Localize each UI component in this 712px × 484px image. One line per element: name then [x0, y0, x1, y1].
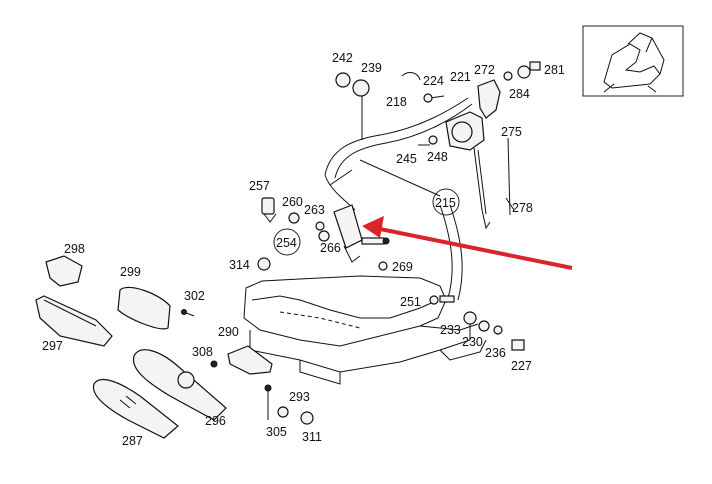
- cover-298: [45, 255, 83, 287]
- bracket-290: [210, 345, 314, 425]
- label-278: 278: [512, 201, 533, 215]
- label-311: 311: [302, 430, 322, 444]
- seat-thumbnail-inset: [582, 25, 684, 97]
- label-236: 236: [485, 346, 506, 360]
- label-254: 254: [276, 236, 297, 250]
- part-labels: 242 239 224 221 272 281 218 284 275 245 …: [42, 51, 565, 448]
- label-248: 248: [427, 150, 448, 164]
- buckle-cover-287: [92, 379, 179, 439]
- label-227: 227: [511, 359, 532, 373]
- label-299: 299: [120, 265, 141, 279]
- label-269: 269: [392, 260, 413, 274]
- label-266: 266: [320, 241, 341, 255]
- label-308: 308: [192, 345, 213, 359]
- trim-297: [35, 295, 113, 347]
- label-239: 239: [361, 61, 382, 75]
- anchor-bolt: [261, 197, 277, 223]
- buckle: [333, 204, 390, 263]
- label-215: 215: [435, 196, 456, 210]
- label-251: 251: [400, 295, 421, 309]
- label-245: 245: [396, 152, 417, 166]
- hardware: [257, 61, 541, 351]
- label-281: 281: [544, 63, 565, 77]
- label-298: 298: [64, 242, 85, 256]
- height-adjuster: [477, 79, 501, 119]
- label-275: 275: [501, 125, 522, 139]
- label-230: 230: [462, 335, 483, 349]
- label-290: 290: [218, 325, 239, 339]
- label-242: 242: [332, 51, 353, 65]
- seat-frame: [243, 275, 487, 385]
- label-305: 305: [266, 425, 287, 439]
- label-263: 263: [304, 203, 325, 217]
- buckle-cover-296: [132, 349, 227, 421]
- label-260: 260: [282, 195, 303, 209]
- label-296: 296: [205, 414, 226, 428]
- label-218: 218: [386, 95, 407, 109]
- label-284: 284: [509, 87, 530, 101]
- callout-circle-254: [273, 228, 301, 256]
- pointer-arrow: [362, 216, 573, 270]
- label-257: 257: [249, 179, 270, 193]
- label-272: 272: [474, 63, 495, 77]
- label-233: 233: [440, 323, 461, 337]
- label-314: 314: [229, 258, 250, 272]
- label-302: 302: [184, 289, 205, 303]
- label-293: 293: [289, 390, 310, 404]
- label-221: 221: [450, 70, 471, 84]
- label-287: 287: [122, 434, 143, 448]
- label-297: 297: [42, 339, 63, 353]
- label-224: 224: [423, 74, 444, 88]
- callout-circle-215: [432, 188, 460, 216]
- belt-retractor: [445, 111, 491, 230]
- cover-299: [117, 286, 171, 330]
